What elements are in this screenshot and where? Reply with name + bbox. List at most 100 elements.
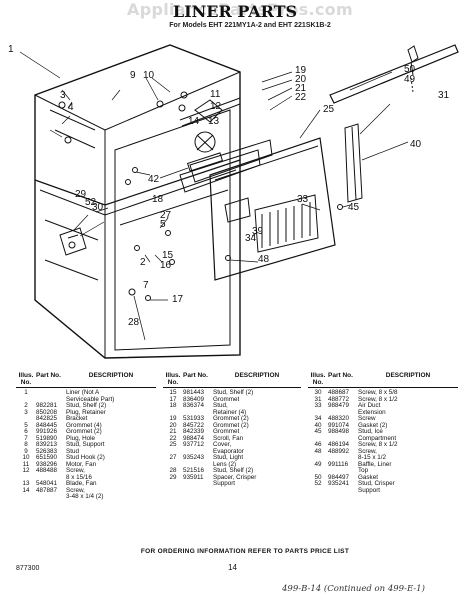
illus-number: 6 xyxy=(24,428,28,435)
illus-number: 17 xyxy=(169,395,177,403)
illus-number: 19 xyxy=(169,415,177,422)
header-part: Part No. xyxy=(36,372,61,379)
parts-row: Support xyxy=(308,486,458,495)
leader-lines xyxy=(19,51,409,341)
illus-number: 46 xyxy=(314,441,322,448)
page-code: 877300 xyxy=(16,565,40,572)
illus-number xyxy=(308,488,328,495)
part-description: Stud, Shelf (2) xyxy=(213,467,254,474)
callout-2: 2 xyxy=(140,257,146,268)
callout-27: 27 xyxy=(160,210,172,221)
illus-number: 14 xyxy=(22,486,30,494)
callout-49: 49 xyxy=(404,74,416,85)
part-number: 984497 xyxy=(328,473,350,481)
part-number: 488992 xyxy=(328,447,350,455)
part-description: Evaporator xyxy=(213,447,244,455)
part-description: Stud, Shelf (2) xyxy=(213,389,254,396)
header-desc: DESCRIPTION xyxy=(234,372,280,379)
part-number: 937712 xyxy=(183,441,205,448)
illus-number: 45 xyxy=(314,428,322,435)
callout-25: 25 xyxy=(323,104,335,115)
illus-number: 9 xyxy=(24,447,28,455)
illus-number: 18 xyxy=(169,402,177,409)
part-number: 486194 xyxy=(328,441,350,448)
illus-number: 20 xyxy=(169,421,177,429)
part-number: 488687 xyxy=(328,389,350,396)
part-number: 651590 xyxy=(36,454,58,461)
part-number: 519890 xyxy=(36,434,58,442)
crisper-studs xyxy=(59,227,87,256)
exploded-diagram: 1 2 3 4 5 7 9 10 11 12 13 14 15 16 17 18… xyxy=(8,44,459,359)
part-number: 850208 xyxy=(36,408,58,416)
part-description: Grommet (2) xyxy=(66,428,102,435)
callout-12: 12 xyxy=(210,101,222,112)
callout-3: 3 xyxy=(60,90,66,101)
illus-number: 50 xyxy=(314,473,322,481)
part-number: 938296 xyxy=(36,460,58,468)
callout-14: 14 xyxy=(188,116,200,127)
part-description: Compartment xyxy=(358,434,397,442)
callout-50: 50 xyxy=(404,64,416,75)
part-number: 981443 xyxy=(183,389,205,396)
part-number xyxy=(183,481,213,488)
callout-13: 13 xyxy=(208,116,220,127)
part-number: 988474 xyxy=(183,434,205,442)
part-description: Stud, Crisper xyxy=(358,480,395,487)
part-description: Grommet (2) xyxy=(213,415,249,422)
part-description: Extension xyxy=(358,408,386,416)
callout-31: 31 xyxy=(438,90,450,101)
header-part: Part No. xyxy=(183,372,208,379)
illus-number: 34 xyxy=(314,415,322,422)
part-number: 487887 xyxy=(36,486,58,494)
part-description: Screw, 8 x 5/8 xyxy=(358,389,398,396)
illus-number: 48 xyxy=(314,447,322,455)
part-description: Serviceable Part) xyxy=(66,395,115,403)
illus-number xyxy=(163,481,183,488)
part-description: Lens (2) xyxy=(213,460,237,468)
fan-assembly xyxy=(179,97,241,172)
parts-row: Extension xyxy=(308,408,458,417)
callout-29: 29 xyxy=(75,189,87,200)
parts-row: Top xyxy=(308,467,458,475)
illus-number: 27 xyxy=(169,454,177,461)
part-number: 845722 xyxy=(183,421,205,429)
callout-40: 40 xyxy=(410,139,422,150)
part-description: Gasket (2) xyxy=(358,421,388,429)
part-description: Screw, 8 x 1/2 xyxy=(358,395,398,403)
part-description: Stud, xyxy=(213,402,228,409)
part-number: 526383 xyxy=(36,447,58,455)
part-description: Grommet xyxy=(213,428,240,435)
gasket-strip xyxy=(344,123,363,203)
part-number: 488772 xyxy=(328,395,350,403)
callout-48: 48 xyxy=(258,254,270,265)
part-description: Stud, Ice xyxy=(358,428,383,435)
callout-39: 39 xyxy=(252,226,264,237)
part-description: Support xyxy=(358,486,381,494)
part-description: 3-48 x 1/4 (2) xyxy=(66,493,104,500)
part-number xyxy=(36,494,66,501)
callout-19: 19 xyxy=(295,65,307,76)
illus-number: 40 xyxy=(314,421,322,429)
watermark: AppliancePartsPros.com xyxy=(127,0,353,19)
part-number: 935241 xyxy=(328,480,350,487)
evaporator-cover xyxy=(209,137,336,281)
part-description: Stud, Shelf (2) xyxy=(66,402,107,409)
parts-row: Retainer (4) xyxy=(163,409,301,417)
part-number: 982281 xyxy=(36,402,58,409)
callout-33: 33 xyxy=(297,194,309,205)
part-number: 988479 xyxy=(328,402,350,409)
screw-top-right xyxy=(407,45,419,93)
callout-30: 30 xyxy=(92,202,104,213)
